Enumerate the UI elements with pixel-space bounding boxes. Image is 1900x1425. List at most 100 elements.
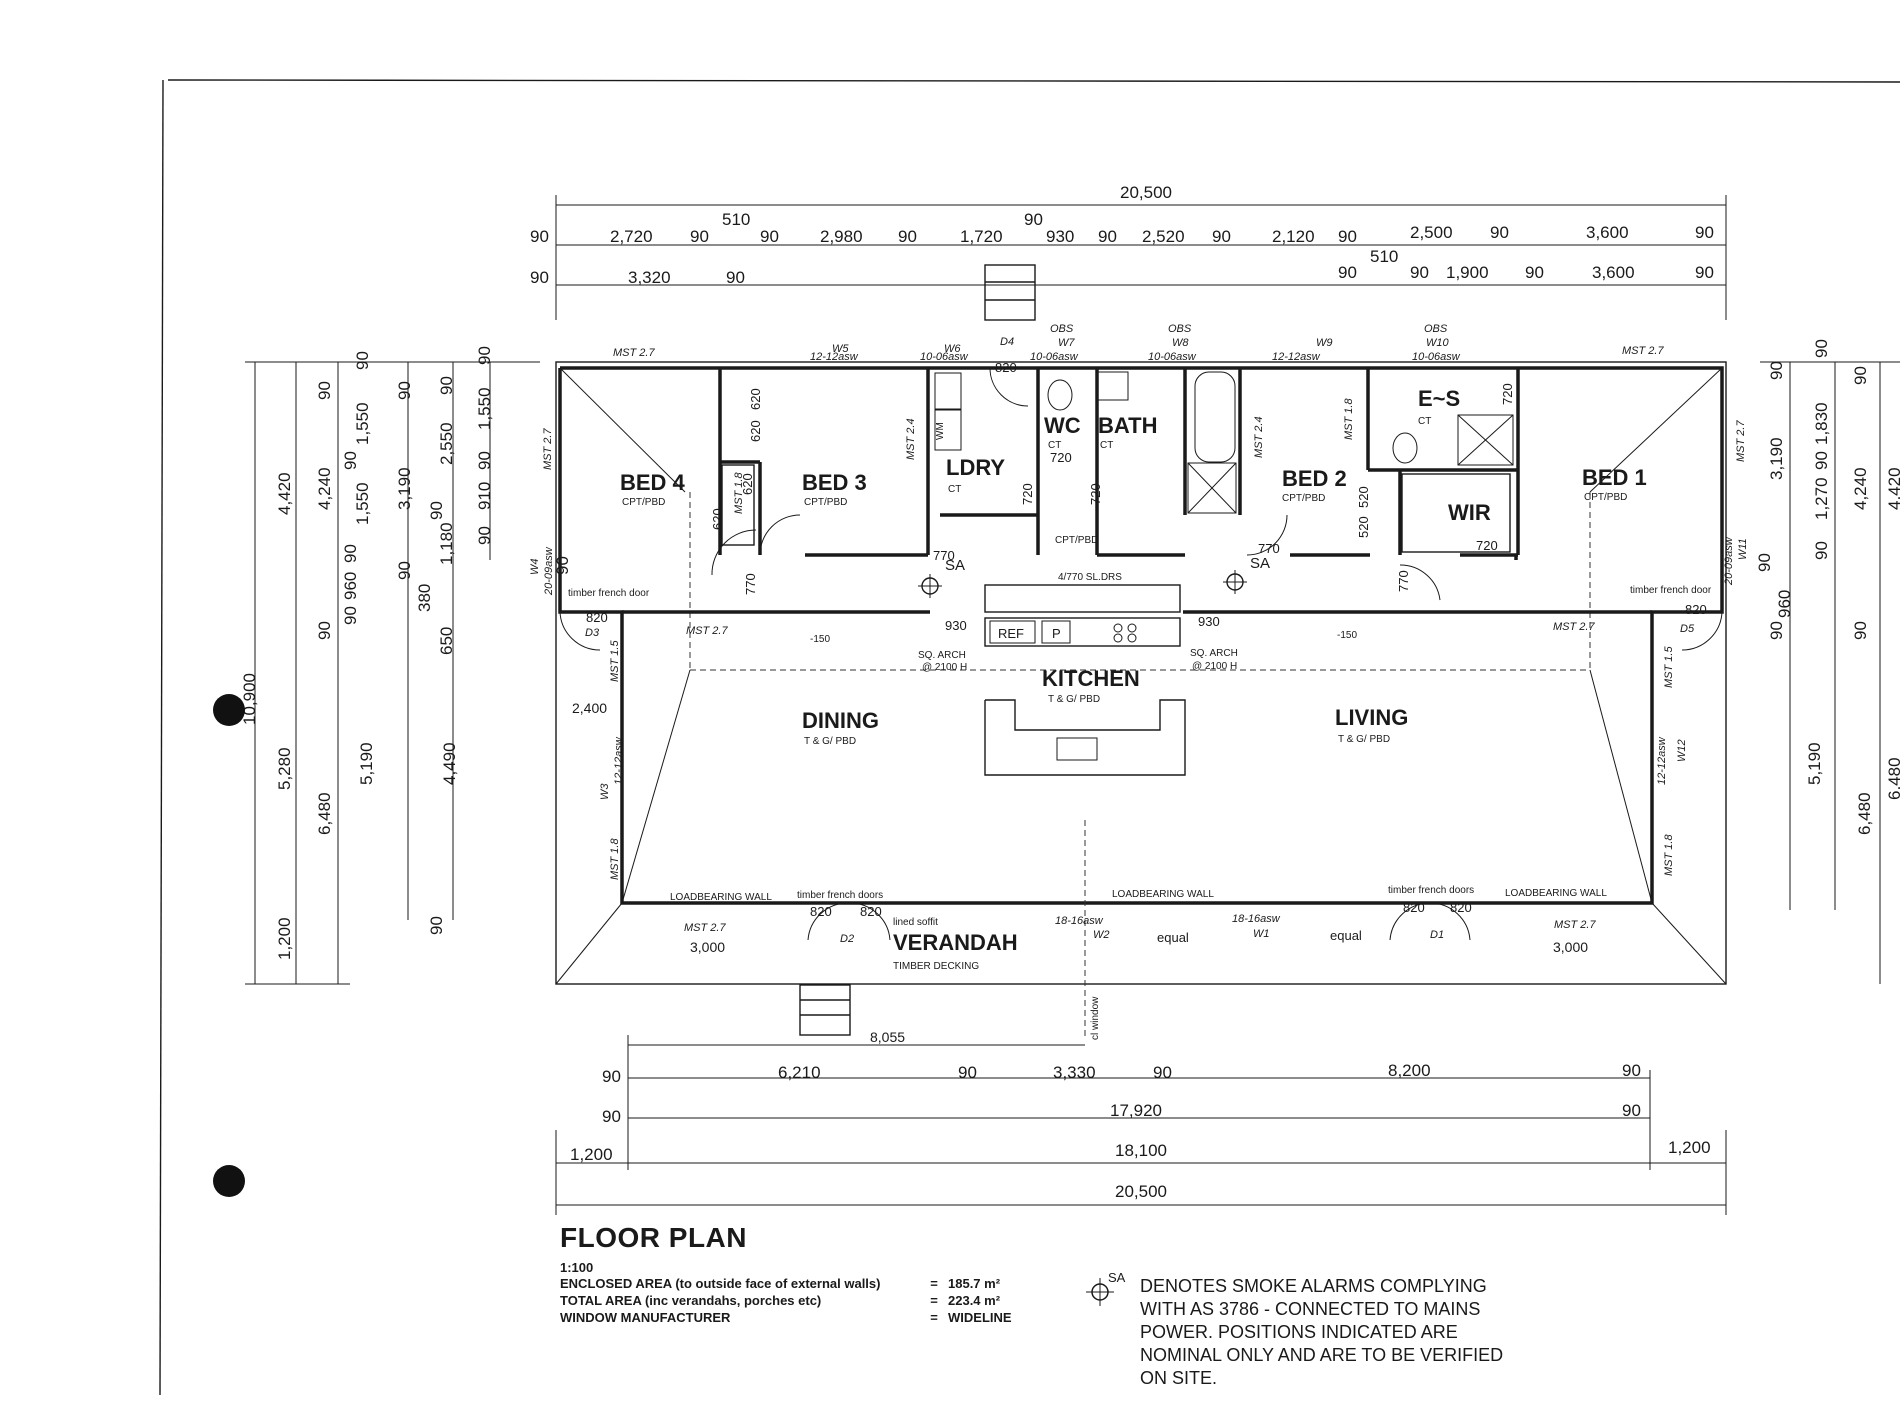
room-finish-kitchen: T & G/ PBD — [1048, 694, 1100, 705]
top-dim-row1: 90 2,720 90 90 2,980 90 1,720 930 90 2,5… — [530, 210, 1714, 246]
top-dim-row2: 90 3,320 90 90 510 90 1,900 90 3,600 90 — [530, 247, 1714, 287]
sa-label: SA — [945, 557, 965, 574]
svg-text:5,190: 5,190 — [357, 742, 376, 785]
bottom-dim-8055: 8,055 — [870, 1029, 905, 1045]
lined-soffit-label: lined soffit — [893, 917, 938, 928]
svg-text:90: 90 — [315, 621, 334, 640]
svg-text:520: 520 — [1356, 516, 1371, 538]
room-name-dining: DINING — [802, 708, 879, 733]
svg-text:820: 820 — [1450, 900, 1472, 915]
external-walls — [558, 366, 1724, 905]
svg-text:2,520: 2,520 — [1142, 227, 1185, 246]
svg-text:510: 510 — [1370, 247, 1398, 266]
french-door-label: timber french door — [568, 588, 650, 599]
svg-text:6,210: 6,210 — [778, 1063, 821, 1082]
svg-text:90: 90 — [341, 451, 360, 470]
svg-text:720: 720 — [1088, 483, 1103, 505]
laundry-tub-icon — [934, 372, 962, 410]
smoke-alarm-legend-icon — [1086, 1278, 1114, 1306]
svg-text:720: 720 — [1050, 450, 1072, 465]
svg-text:770: 770 — [1258, 541, 1280, 556]
hip-line — [1651, 902, 1727, 985]
smoke-alarm-legend-symbol: SA — [1108, 1270, 1126, 1285]
svg-text:90: 90 — [553, 556, 572, 575]
svg-text:1,270: 1,270 — [1812, 477, 1831, 520]
sa-label: SA — [1250, 555, 1270, 572]
room-finish-verandah: TIMBER DECKING — [893, 961, 979, 972]
svg-text:18-16asw: 18-16asw — [1232, 913, 1281, 925]
room-name-bed2: BED 2 — [1282, 466, 1347, 491]
svg-text:90: 90 — [475, 346, 494, 365]
hip-line — [559, 367, 686, 493]
room-name-bed4: BED 4 — [620, 470, 686, 495]
drawing-title: FLOOR PLAN — [560, 1222, 747, 1253]
arch-height-label: @ 2100 H — [1192, 661, 1237, 672]
svg-text:MST 1.8: MST 1.8 — [1343, 398, 1355, 440]
bath-icon — [1194, 371, 1236, 463]
title-block: FLOOR PLAN 1:100 ENCLOSED AREA (to outsi… — [560, 1222, 1120, 1326]
svg-text:90: 90 — [530, 227, 549, 246]
svg-text:720: 720 — [1500, 383, 1515, 405]
smoke-alarm-icon — [1223, 570, 1247, 594]
step-down-label: -150 — [1337, 630, 1357, 641]
svg-text:960: 960 — [1775, 590, 1794, 618]
svg-text:4,240: 4,240 — [315, 467, 334, 510]
svg-text:4,420: 4,420 — [1885, 467, 1900, 510]
pantry-label: P — [1052, 626, 1061, 641]
room-finish-living: T & G/ PBD — [1338, 734, 1390, 745]
room-finish-bed4: CPT/PBD — [622, 497, 665, 508]
svg-text:W4: W4 — [529, 559, 541, 576]
svg-text:90: 90 — [341, 544, 360, 563]
left-dim-col2: 90 4,240 90 6,480 — [315, 381, 334, 835]
robe — [721, 464, 755, 546]
punch-hole — [213, 1165, 245, 1197]
svg-text:MST 1.5: MST 1.5 — [609, 640, 621, 682]
svg-text:620: 620 — [710, 508, 725, 530]
french-doors-label: timber french doors — [1388, 885, 1474, 896]
svg-text:2,500: 2,500 — [1410, 223, 1453, 242]
svg-text:2,550: 2,550 — [437, 422, 456, 465]
svg-text:90: 90 — [898, 227, 917, 246]
drawing-scale: 1:100 — [560, 1260, 594, 1275]
washing-machine-icon — [934, 409, 962, 451]
svg-text:3,190: 3,190 — [1767, 437, 1786, 480]
svg-text:90: 90 — [1812, 339, 1831, 358]
svg-text:1,550: 1,550 — [353, 482, 372, 525]
svg-text:90: 90 — [427, 916, 446, 935]
svg-text:90: 90 — [1410, 263, 1429, 282]
svg-text:1,550: 1,550 — [475, 387, 494, 430]
svg-text:10-06asw: 10-06asw — [1412, 351, 1461, 363]
svg-text:90: 90 — [760, 227, 779, 246]
svg-text:380: 380 — [415, 584, 434, 612]
pantry — [1041, 620, 1071, 644]
loadbearing-label: LOADBEARING WALL — [1505, 888, 1607, 899]
roof-outline — [555, 361, 1727, 985]
svg-text:820: 820 — [1403, 900, 1425, 915]
punch-hole — [213, 694, 245, 726]
left-dimension-lines — [245, 361, 540, 985]
svg-text:W10: W10 — [1426, 337, 1450, 349]
svg-text:6,480: 6,480 — [1885, 757, 1900, 800]
svg-text:1,720: 1,720 — [960, 227, 1003, 246]
svg-text:90: 90 — [1767, 361, 1786, 380]
bottom-dim-row1: 90 6,210 90 3,330 90 8,200 90 — [602, 1061, 1641, 1086]
smoke-alarm-note: DENOTES SMOKE ALARMS COMPLYING WITH AS 3… — [1085, 1275, 1505, 1390]
sq-arch-label: SQ. ARCH — [1190, 648, 1238, 659]
svg-text:MST 2.7: MST 2.7 — [686, 625, 728, 637]
svg-text:12-12asw: 12-12asw — [1656, 736, 1668, 785]
front-steps — [799, 984, 851, 1036]
svg-text:770: 770 — [1396, 570, 1411, 592]
svg-text:D5: D5 — [1680, 623, 1695, 635]
svg-text:90: 90 — [1338, 227, 1357, 246]
svg-text:10-06asw: 10-06asw — [920, 351, 969, 363]
svg-text:MST 2.7: MST 2.7 — [684, 922, 726, 934]
room-name-bed1: BED 1 — [1582, 465, 1647, 490]
french-door-label: timber french door — [1630, 585, 1712, 596]
rear-steps — [984, 264, 1036, 321]
room-finish-bed1: CPT/PBD — [1584, 492, 1627, 503]
kitchen-bench-back — [984, 584, 1181, 613]
svg-text:W3: W3 — [599, 783, 611, 800]
equal-label: equal — [1330, 928, 1362, 943]
fridge-label: REF — [998, 626, 1024, 641]
svg-text:90: 90 — [726, 268, 745, 287]
